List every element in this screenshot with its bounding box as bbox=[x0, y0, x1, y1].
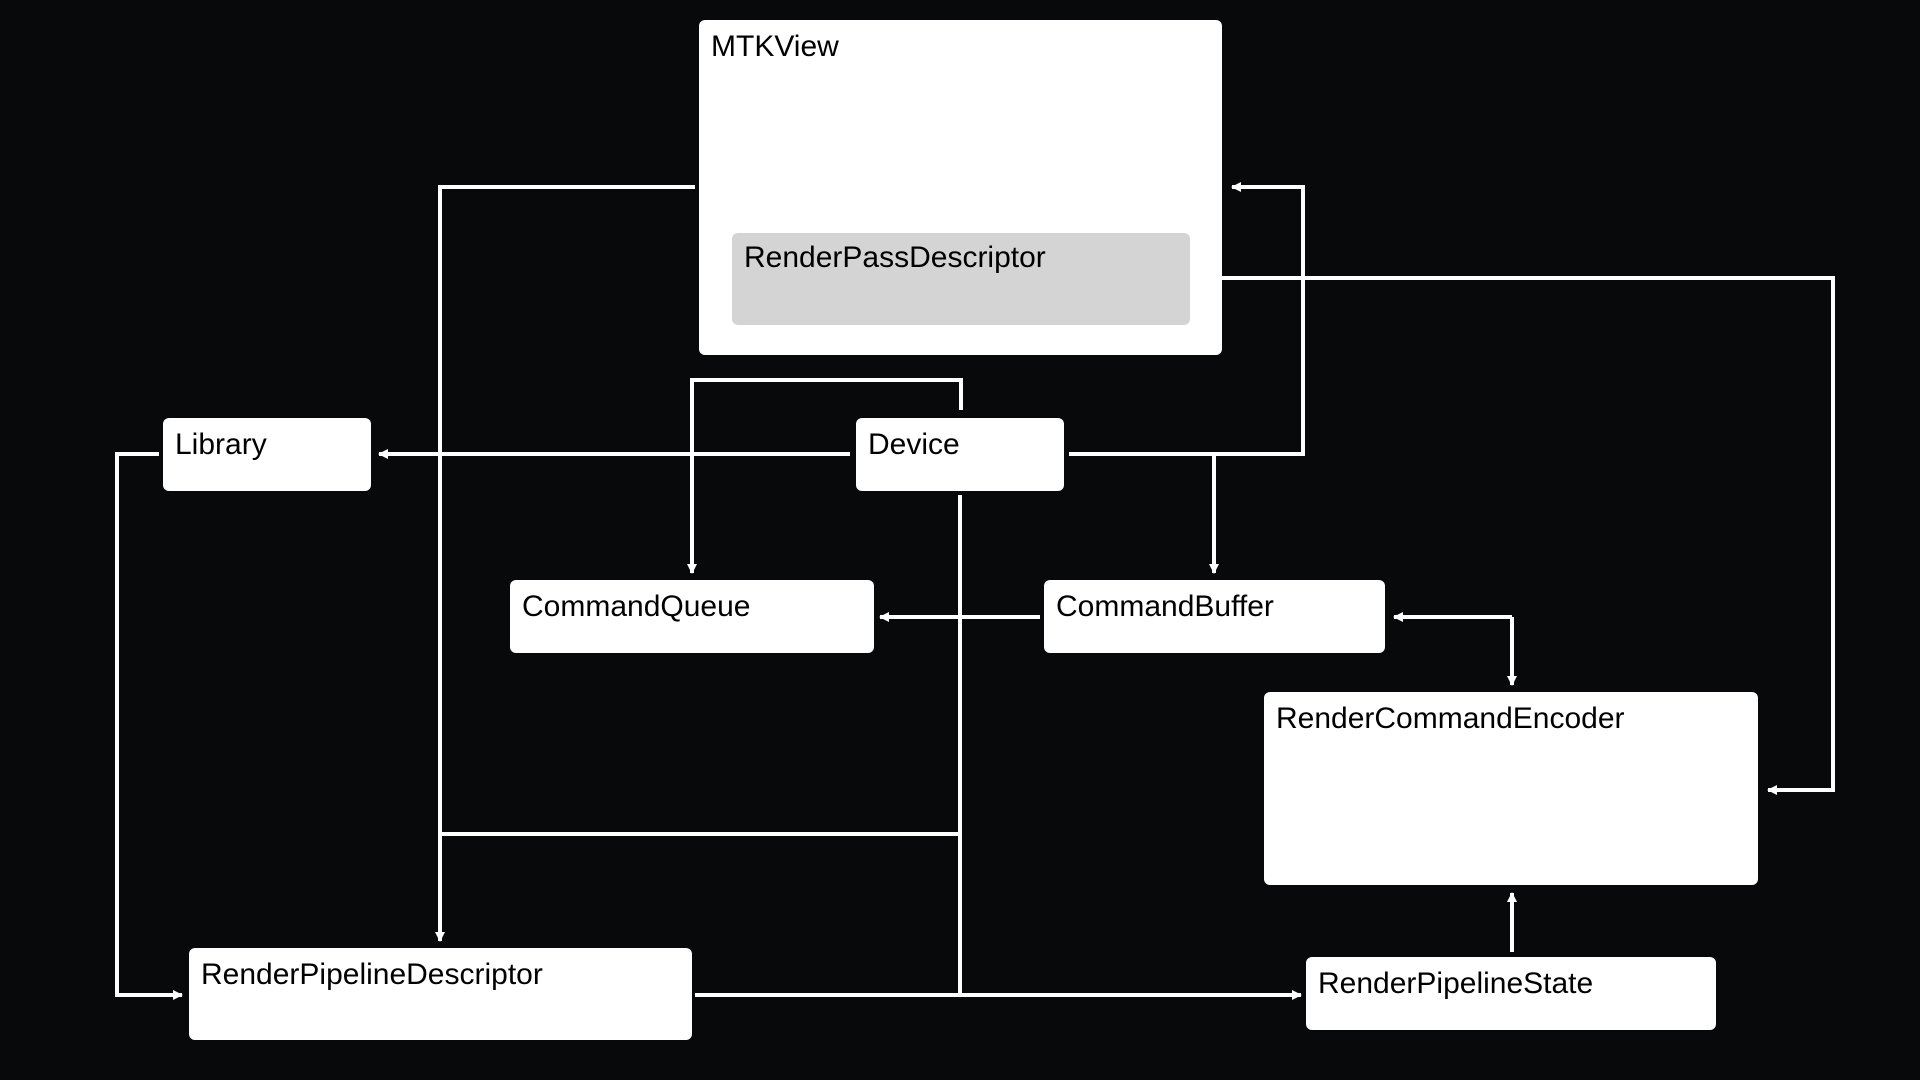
render-pass-descriptor-box: RenderPassDescriptor bbox=[732, 233, 1190, 325]
render-command-encoder-label: RenderCommandEncoder bbox=[1276, 702, 1625, 735]
render-pipeline-descriptor-box: RenderPipelineDescriptor bbox=[189, 948, 692, 1040]
command-buffer-label: CommandBuffer bbox=[1056, 590, 1274, 623]
render-command-encoder-box: RenderCommandEncoder bbox=[1264, 692, 1758, 885]
render-pipeline-state-label: RenderPipelineState bbox=[1318, 967, 1594, 1000]
mtkview-label: MTKView bbox=[711, 30, 839, 63]
library-label: Library bbox=[175, 428, 267, 461]
device-label: Device bbox=[868, 428, 960, 461]
arrow-loop-to-command-queue bbox=[687, 378, 963, 574]
arrow-mtkview-to-pipeline-descriptor bbox=[435, 185, 695, 942]
command-queue-box: CommandQueue bbox=[510, 580, 874, 653]
command-buffer-box: CommandBuffer bbox=[1044, 580, 1385, 653]
arrow-device-to-mtkview bbox=[1069, 182, 1305, 456]
render-pass-descriptor-label: RenderPassDescriptor bbox=[744, 241, 1046, 274]
command-queue-label: CommandQueue bbox=[522, 590, 751, 623]
library-box: Library bbox=[163, 418, 371, 491]
render-pipeline-state-box: RenderPipelineState bbox=[1306, 957, 1716, 1030]
arrow-library-to-pipeline-descriptor bbox=[115, 452, 183, 1000]
device-box: Device bbox=[856, 418, 1064, 491]
arrow-render-pass-to-encoder bbox=[1222, 276, 1835, 795]
render-pipeline-descriptor-label: RenderPipelineDescriptor bbox=[201, 958, 543, 991]
